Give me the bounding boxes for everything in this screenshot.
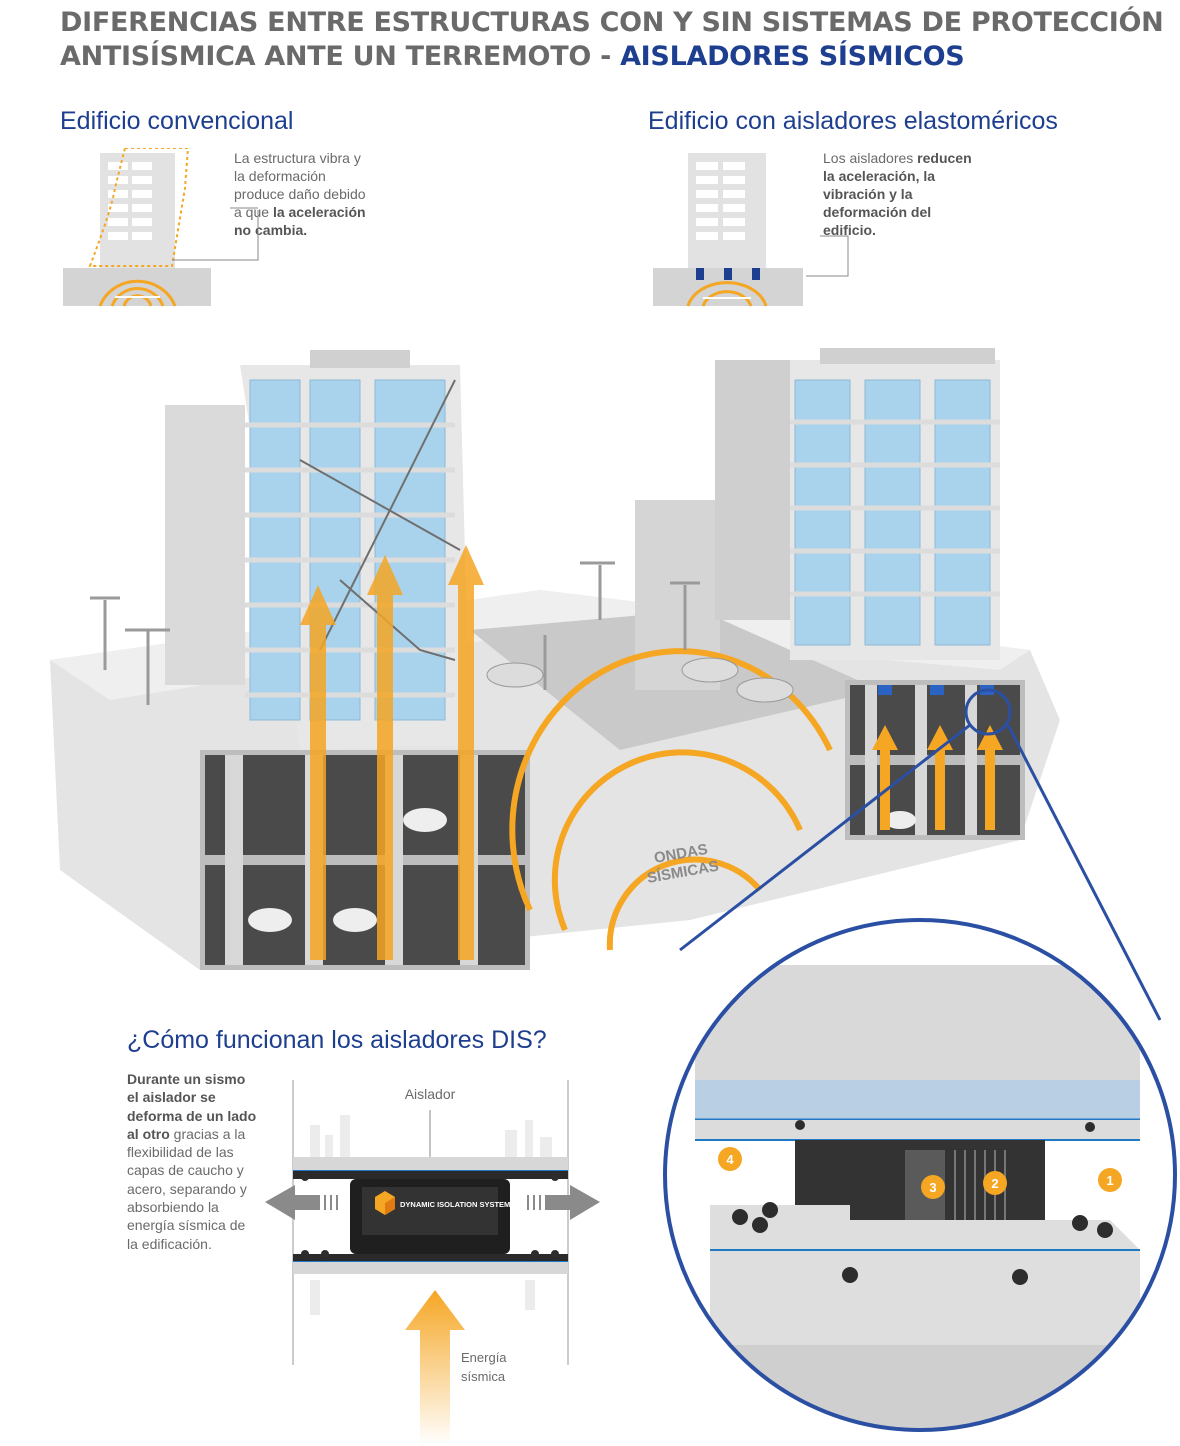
energy-label-1: Energía [461,1350,507,1365]
how-text: Durante un sismo el aislador se deforma … [127,1071,257,1252]
isolator-diagram: DYNAMIC ISOLATION SYSTEMS Aislador Energ… [265,1080,600,1445]
how-heading: ¿Cómo funcionan los aisladores DIS? [127,1026,547,1054]
brand-label: DYNAMIC ISOLATION SYSTEMS [400,1200,515,1209]
energy-arrows-left [300,545,484,960]
isolated-heading: Edificio con aisladores elastoméricos [648,107,1058,135]
isolator-detail: 1 2 3 4 [663,918,1177,1432]
conventional-heading: Edificio convencional [60,107,294,135]
title-accent: AISLADORES SÍSMICOS [620,41,965,72]
street-cars [486,657,794,703]
street-lamps [90,561,700,705]
city-scene: ONDAS SÍSMICAS [50,348,1162,1021]
left-motion-arrow [265,1185,320,1220]
left-garage [200,750,530,970]
magnifier-small-circle [964,688,1012,736]
isolated-text: Los aisladores reducen la aceleración, l… [823,150,972,238]
marker-3: 3 [929,1180,936,1195]
right-motion-arrow [545,1185,600,1220]
conventional-building-icon [63,148,259,307]
isolator-label: Aislador [405,1086,456,1102]
bg-building-left [165,405,245,685]
marker-2: 2 [991,1176,998,1191]
energy-label-2: sísmica [461,1369,506,1384]
isolated-building-icon [653,153,849,307]
page-title: DIFERENCIAS ENTRE ESTRUCTURAS CON Y SIN … [60,6,1170,74]
title-main: DIFERENCIAS ENTRE ESTRUCTURAS CON Y SIN … [60,7,1164,72]
detail-markers: 1 2 3 4 [718,1147,1122,1199]
marker-4: 4 [726,1152,734,1167]
marker-1: 1 [1106,1173,1113,1188]
left-tower [240,350,470,750]
energy-arrow [405,1290,465,1445]
right-tower [790,348,1000,660]
